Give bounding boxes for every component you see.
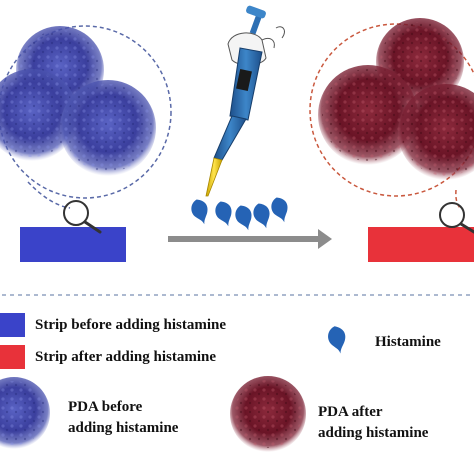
red-pda-zoom — [309, 18, 474, 209]
legend-pda-after-label-line2: adding histamine — [318, 425, 429, 441]
magnifier-icon — [63, 200, 102, 234]
blue-zoom-circle — [0, 25, 172, 199]
pipette-icon — [205, 5, 285, 197]
blue-pda-zoom — [0, 25, 172, 209]
red-zoom-circle — [309, 23, 474, 197]
histamine-drop-icon — [251, 201, 274, 231]
histamine-drop-icon — [269, 195, 292, 225]
histamine-drop-icon — [213, 199, 236, 229]
red-pda-cluster — [318, 18, 474, 180]
histamine-drop-icon — [326, 324, 349, 356]
legend-pda-after-label-line1: PDA after — [318, 404, 383, 420]
blue-pda-cluster — [0, 26, 156, 176]
legend-pda-before-label-line2: adding histamine — [68, 420, 179, 436]
histamine-drop-icon — [233, 203, 256, 233]
legend-red-strip-swatch — [0, 345, 25, 369]
magnifier-icon — [439, 202, 474, 234]
legend-red-pda — [230, 376, 306, 452]
blue-strip — [20, 227, 126, 262]
legend-blue-strip-swatch — [0, 313, 25, 337]
red-strip — [368, 227, 474, 262]
legend-strip-before-label: Strip before adding histamine — [35, 317, 226, 333]
reaction-arrow — [168, 229, 332, 249]
legend-blue-pda — [0, 377, 50, 449]
histamine-drops — [189, 195, 292, 233]
histamine-drop-icon — [189, 197, 212, 227]
legend-histamine-label: Histamine — [375, 334, 441, 350]
legend-strip-after-label: Strip after adding histamine — [35, 349, 216, 365]
legend-pda-before-label-line1: PDA before — [68, 399, 143, 415]
red-zoom-connector — [455, 189, 461, 209]
blue-zoom-connector — [27, 181, 71, 209]
